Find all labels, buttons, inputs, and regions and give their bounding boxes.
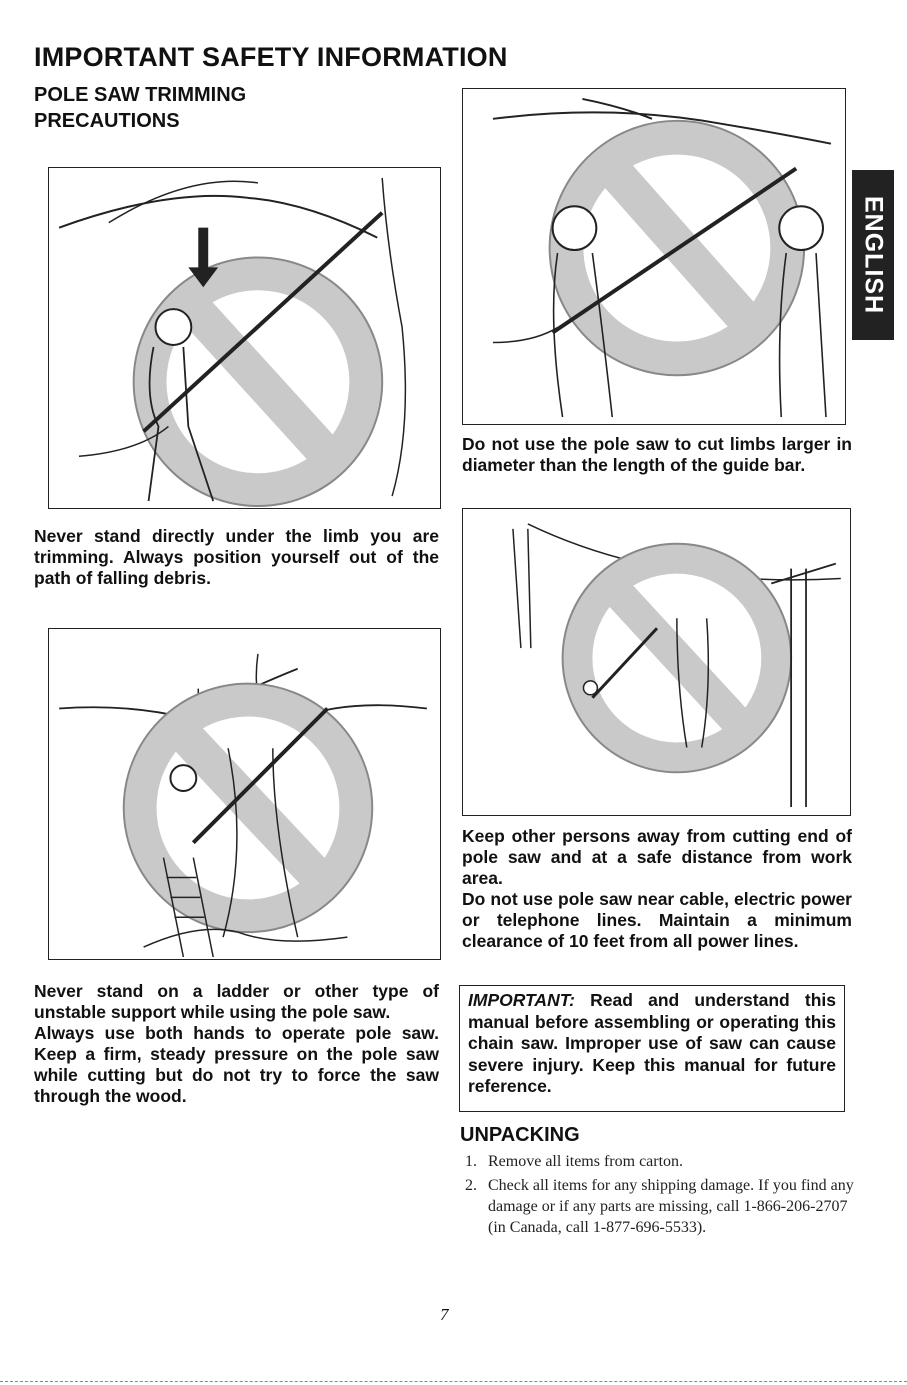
prohibition-illustration-2 xyxy=(59,653,428,958)
language-tab: ENGLISH xyxy=(852,170,894,340)
caption-ladder: Never stand on a ladder or other type of… xyxy=(34,981,439,1106)
important-notice-box: IMPORTANT: Read and understand this manu… xyxy=(459,985,845,1112)
page-number: 7 xyxy=(440,1305,449,1324)
illustration-power-lines xyxy=(462,508,851,816)
section-title: POLE SAW TRIMMING PRECAUTIONS xyxy=(34,82,246,134)
prohibition-illustration-4 xyxy=(512,523,841,808)
unpacking-heading: UNPACKING xyxy=(460,1124,580,1146)
caption-power-lines: Keep other persons away from cutting end… xyxy=(462,826,852,951)
important-label: IMPORTANT: xyxy=(468,990,575,1010)
page-title: IMPORTANT SAFETY INFORMATION xyxy=(34,42,508,72)
section-title-line1: POLE SAW TRIMMING xyxy=(34,84,247,106)
prohibition-illustration-1 xyxy=(58,177,407,508)
caption-under-limb: Never stand directly under the limb you … xyxy=(34,526,439,588)
unpacking-list: 1. Remove all items from carton. 2. Chec… xyxy=(465,1151,855,1238)
section-title-line2: PRECAUTIONS xyxy=(34,110,180,132)
illustration-under-limb xyxy=(48,167,441,509)
list-item: 1. Remove all items from carton. xyxy=(465,1153,684,1170)
prohibition-illustration-3 xyxy=(492,97,832,418)
illustration-limb-diameter xyxy=(462,88,846,425)
footer-divider xyxy=(0,1381,907,1382)
caption-limb-diameter: Do not use the pole saw to cut limbs lar… xyxy=(462,434,852,475)
illustration-ladder xyxy=(48,628,441,960)
list-item: 2. Check all items for any shipping dama… xyxy=(465,1177,854,1236)
important-text: Read and understand this manual before a… xyxy=(468,990,836,1096)
